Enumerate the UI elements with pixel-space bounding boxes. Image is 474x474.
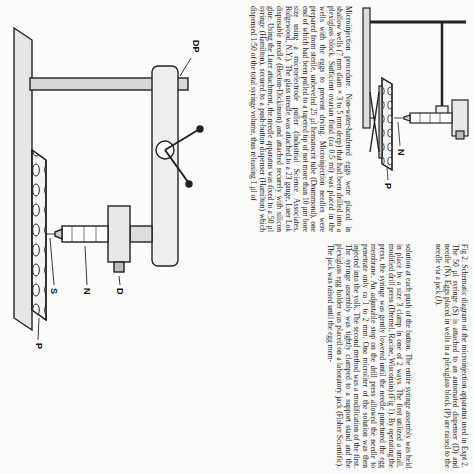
drawing-stroke	[32, 150, 46, 320]
drawing-stroke	[130, 226, 152, 242]
fig2-apparatus	[363, 8, 468, 180]
part-label: D	[115, 288, 124, 295]
part-label: P	[34, 343, 43, 349]
drawing-stroke	[382, 78, 392, 170]
drawing-stroke	[165, 130, 198, 150]
drawing-stroke	[370, 117, 375, 118]
part-label: N	[396, 149, 405, 156]
drawing-stroke	[363, 8, 370, 128]
drawing-stroke	[379, 86, 382, 158]
drawing-stroke	[165, 150, 188, 182]
drawing-stroke	[370, 92, 379, 152]
drawing-stroke	[152, 66, 178, 266]
drawing-stroke	[38, 318, 39, 340]
drawing-stroke	[387, 168, 388, 180]
drawing-stroke	[394, 118, 404, 119]
drawing-stroke	[186, 181, 192, 187]
drawing-stroke	[55, 229, 62, 239]
drawing-stroke	[72, 226, 73, 242]
part-label: S	[49, 288, 58, 294]
part-label: N	[82, 288, 91, 295]
drawing-stroke	[85, 246, 87, 285]
drawing-stroke	[46, 234, 55, 235]
part-label: P	[383, 183, 392, 189]
body-text: solution at each push of the button. The…	[326, 244, 412, 468]
drawing-stroke	[410, 113, 452, 123]
drawing-stroke	[62, 226, 108, 242]
drawing-stroke	[84, 226, 85, 242]
drawing-stroke	[420, 113, 421, 123]
drawing-stroke	[398, 122, 400, 146]
body-text: Microinjection procedure. Non-water-hard…	[249, 6, 353, 232]
drawing-stroke	[197, 126, 203, 132]
drawing-stroke	[32, 150, 46, 320]
drawing-stroke	[456, 131, 464, 139]
fig1-drill-press	[14, 28, 203, 340]
drawing-stroke	[440, 113, 441, 123]
drawing-stroke	[180, 58, 191, 76]
drawing-stroke	[96, 226, 97, 242]
part-label: DP	[191, 40, 200, 53]
drawing-stroke	[382, 78, 392, 170]
figure-caption: Fig 2. Schematic diagram of the microinj…	[434, 244, 469, 468]
drawing-stroke	[370, 21, 466, 24]
drawing-stroke	[114, 262, 124, 272]
drawing-stroke	[50, 238, 54, 285]
drawing-stroke	[14, 28, 32, 330]
drawing-stroke	[108, 206, 130, 262]
drawing-stroke	[119, 276, 120, 285]
drawing-stroke	[441, 22, 444, 112]
drawing-stroke	[430, 113, 431, 123]
drawing-stroke	[404, 115, 410, 121]
